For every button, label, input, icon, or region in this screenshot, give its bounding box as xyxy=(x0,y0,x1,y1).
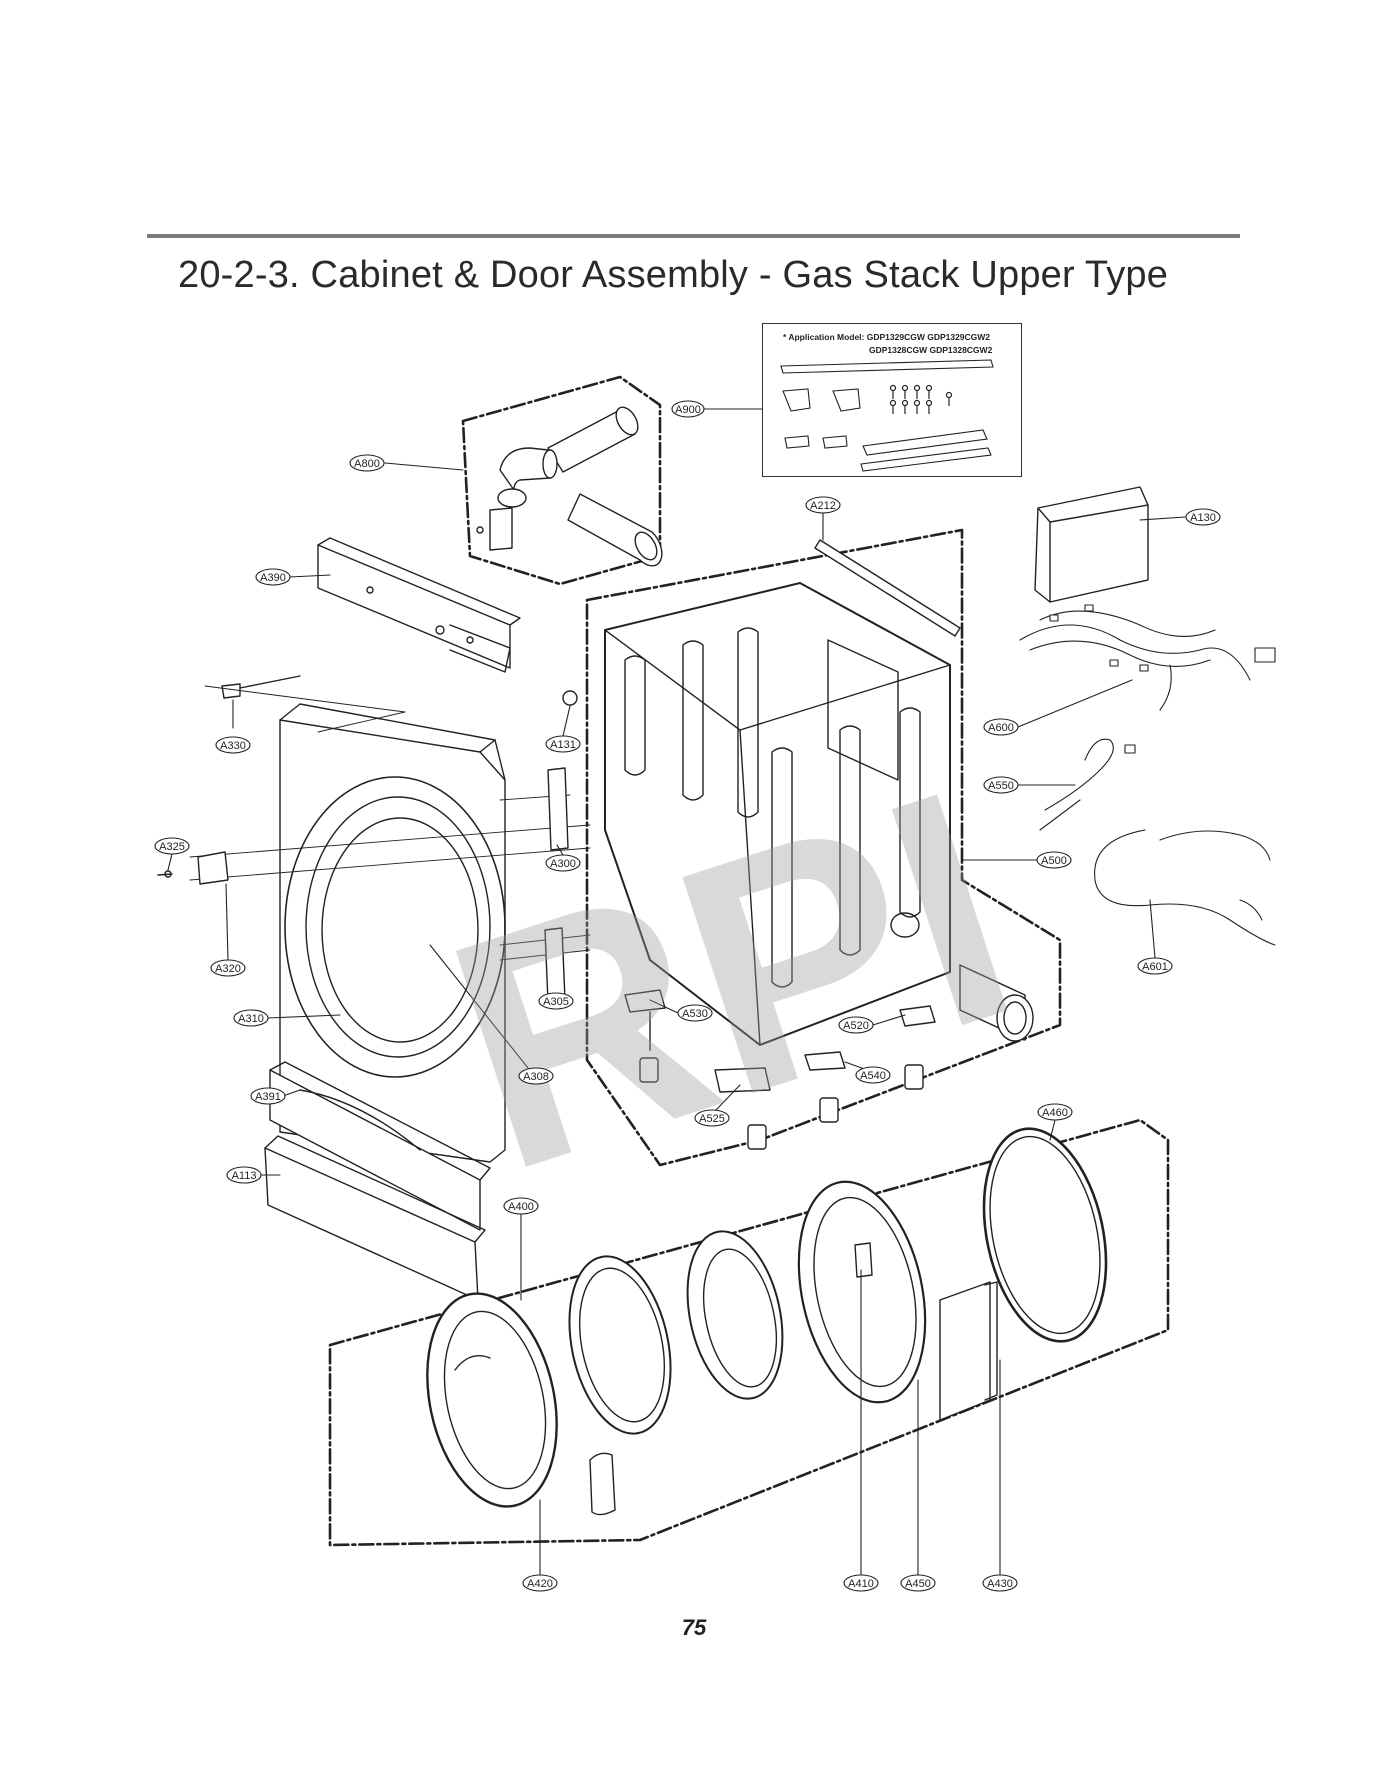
callout-a300: A300 xyxy=(545,854,581,872)
leg-bracket-a530 xyxy=(624,989,666,1051)
callout-a520: A520 xyxy=(838,1016,874,1034)
harness-a601 xyxy=(1094,829,1276,946)
page-number: 75 xyxy=(681,1615,707,1640)
svg-text:A325: A325 xyxy=(159,841,185,853)
door-handle xyxy=(589,1452,616,1516)
svg-text:A525: A525 xyxy=(699,1113,725,1125)
callout-a420: A420 xyxy=(522,1574,558,1592)
control-box-a130 xyxy=(1034,486,1149,603)
leveling-feet xyxy=(639,1057,924,1150)
callout-a525: A525 xyxy=(694,1109,730,1127)
callout-a113: A113 xyxy=(226,1166,262,1184)
callout-a550: A550 xyxy=(983,776,1019,794)
callout-a430: A430 xyxy=(982,1574,1018,1592)
svg-text:A800: A800 xyxy=(354,458,380,470)
leg-bracket-a540 xyxy=(804,1051,846,1071)
door-glass-ring xyxy=(568,1255,672,1435)
svg-text:A520: A520 xyxy=(843,1020,869,1032)
watermark: RPI xyxy=(413,719,1050,1240)
callout-a320: A320 xyxy=(210,959,246,977)
callout-a330: A330 xyxy=(215,736,251,754)
svg-text:A400: A400 xyxy=(508,1201,534,1213)
callout-a400: A400 xyxy=(503,1197,539,1215)
door-inner-glass xyxy=(686,1230,784,1400)
callout-a460: A460 xyxy=(1037,1103,1073,1121)
callout-a308: A308 xyxy=(518,1067,554,1085)
callout-a900: A900 xyxy=(671,400,705,418)
hinge-a300 xyxy=(547,767,569,851)
svg-text:A460: A460 xyxy=(1042,1107,1068,1119)
application-model-box: * Application Model: GDP1329CGW GDP1329C… xyxy=(762,323,1022,477)
callout-a800: A800 xyxy=(349,454,385,472)
svg-text:A500: A500 xyxy=(1041,855,1067,867)
leg-bracket-a520 xyxy=(899,1005,936,1027)
door-group-outline xyxy=(328,1118,1170,1547)
svg-text:A420: A420 xyxy=(527,1578,553,1590)
latch-a320 xyxy=(197,851,229,885)
duct-bracket xyxy=(476,507,513,551)
callout-a540: A540 xyxy=(855,1066,891,1084)
door-hinge-a430 xyxy=(939,1281,998,1421)
leg-bracket-a525 xyxy=(714,1067,771,1093)
callout-a450: A450 xyxy=(900,1574,936,1592)
callout-a500: A500 xyxy=(1036,851,1072,869)
callout-a310: A310 xyxy=(233,1009,269,1027)
application-model-line1: * Application Model: GDP1329CGW GDP1329C… xyxy=(783,332,991,342)
header-rule xyxy=(147,234,1240,238)
duct-pipe-lower xyxy=(567,493,663,567)
knob-a131 xyxy=(562,690,578,706)
callout-a130: A130 xyxy=(1185,508,1221,526)
top-bracket-a390 xyxy=(317,537,521,673)
cabinet-group-outline xyxy=(585,528,1062,1167)
page-title: 20-2-3. Cabinet & Door Assembly - Gas St… xyxy=(178,254,1169,296)
install-kit-illustration xyxy=(780,359,994,472)
clip-a330 xyxy=(221,683,241,699)
duct-pipe-upper xyxy=(547,406,639,473)
top-rail-a212 xyxy=(814,539,961,637)
svg-text:A131: A131 xyxy=(550,739,576,751)
svg-text:A305: A305 xyxy=(543,996,569,1008)
svg-text:A130: A130 xyxy=(1190,512,1216,524)
application-model-line2: GDP1328CGW GDP1328CGW2 xyxy=(869,345,993,355)
svg-text:A900: A900 xyxy=(675,404,701,416)
callout-a325: A325 xyxy=(154,837,190,855)
svg-text:A212: A212 xyxy=(810,500,836,512)
exhaust-duct xyxy=(959,964,1034,1042)
callout-a131: A131 xyxy=(545,735,581,753)
svg-text:A391: A391 xyxy=(255,1091,281,1103)
svg-text:A450: A450 xyxy=(905,1578,931,1590)
svg-text:A113: A113 xyxy=(232,1170,257,1182)
callout-a600: A600 xyxy=(983,718,1019,736)
svg-text:A320: A320 xyxy=(215,963,241,975)
svg-text:A300: A300 xyxy=(550,858,576,870)
callouts: A900 A800 A212 A130 A390 A330 A131 A600 … xyxy=(154,400,1221,1592)
callout-a391: A391 xyxy=(250,1087,286,1105)
door-outer-a420 xyxy=(426,1292,558,1508)
callout-a601: A601 xyxy=(1137,957,1173,975)
svg-text:A310: A310 xyxy=(238,1013,264,1025)
duct-elbow xyxy=(497,447,558,508)
door-inner-frame-a450 xyxy=(797,1180,927,1404)
svg-text:A530: A530 xyxy=(682,1008,708,1020)
svg-text:A330: A330 xyxy=(220,740,246,752)
callout-a212: A212 xyxy=(805,496,841,514)
door-gasket-a460 xyxy=(982,1127,1108,1343)
svg-text:A540: A540 xyxy=(860,1070,886,1082)
svg-text:A430: A430 xyxy=(987,1578,1013,1590)
cabinet-a500 xyxy=(604,582,951,1046)
callout-a530: A530 xyxy=(677,1004,713,1022)
callout-a410: A410 xyxy=(843,1574,879,1592)
svg-text:A308: A308 xyxy=(523,1071,549,1083)
wire-harness-a600 xyxy=(1019,604,1276,711)
harness-a550 xyxy=(1039,738,1136,831)
front-panel-a310 xyxy=(204,685,506,1163)
svg-text:A550: A550 xyxy=(988,780,1014,792)
svg-text:A600: A600 xyxy=(988,722,1014,734)
callout-a305: A305 xyxy=(538,992,574,1010)
callout-a390: A390 xyxy=(255,568,291,586)
svg-text:A410: A410 xyxy=(848,1578,874,1590)
svg-text:A390: A390 xyxy=(260,572,286,584)
svg-text:A601: A601 xyxy=(1142,961,1168,973)
